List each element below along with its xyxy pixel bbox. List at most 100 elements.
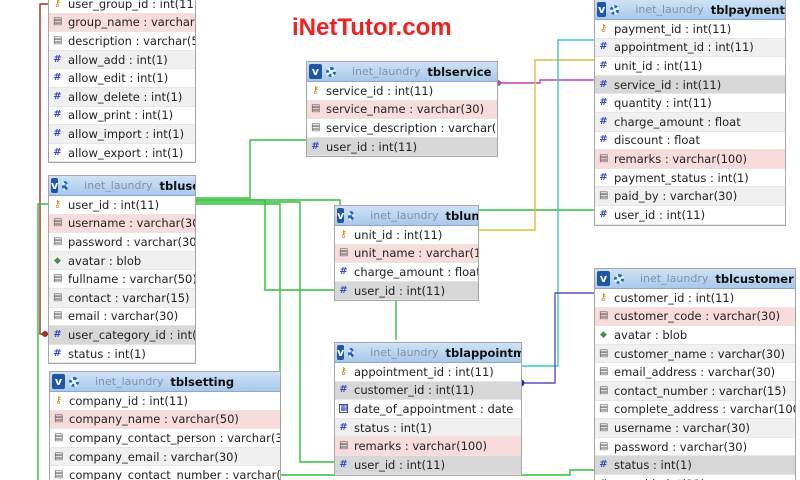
table-column[interactable]: #allow_export : int(1) [49,144,195,163]
column-label: avatar : blob [614,327,688,342]
table-column[interactable]: #user_id : int(11) [595,475,795,480]
gear-icon[interactable] [610,4,620,15]
table-column[interactable]: ⚷service_id : int(11) [307,82,497,101]
table-column[interactable]: #user_category_id : int(1) [49,326,195,345]
column-label: user_id : int(11) [614,207,706,222]
table-column[interactable]: ▤company_contact_number : varchar(15) [50,466,280,480]
table-column[interactable]: ▤ customer_code : varchar(30) [595,307,795,327]
table-column[interactable]: ▤remarks : varchar(100) [595,150,785,169]
table-column[interactable]: ▤paid_by : varchar(30) [595,187,785,206]
gear-icon[interactable] [614,273,624,284]
table-column[interactable]: ▤password : varchar(30) [595,438,795,457]
table-column[interactable]: ▤description : varchar(50) [49,32,195,51]
table-column[interactable]: #allow_edit : int(1) [49,69,195,88]
table-column[interactable]: #quantity : int(11) [595,94,785,113]
table-column[interactable]: ⚷unit_id : int(11) [335,226,478,245]
table-column[interactable]: ▤password : varchar(30) [49,233,195,252]
table-tblusergroup[interactable]: ⚷user_group_id : int(11)▤group_name : va… [48,0,196,164]
gear-icon[interactable] [62,180,69,191]
table-column[interactable]: ▤company_email : varchar(30) [50,447,280,467]
table-column[interactable]: ⚷payment_id : int(11) [595,20,785,39]
gear-icon[interactable] [326,66,336,77]
column-label: customer_code : varchar(30) [614,309,781,324]
column-label: password : varchar(30) [68,234,195,249]
table-column[interactable]: #allow_add : int(1) [49,50,195,70]
table-column[interactable]: ⚷company_id : int(11) [50,392,280,411]
table-column[interactable]: #charge_amount : float [335,263,478,282]
gear-icon[interactable] [69,376,79,387]
table-column[interactable]: #user_id : int(11) [335,281,478,301]
table-column[interactable]: ▤remarks : varchar(100) [335,437,521,456]
table-column[interactable]: ▤company_name : varchar(50) [50,410,280,430]
collapse-toggle-icon[interactable]: v [597,2,607,17]
table-column[interactable]: ▤complete_address : varchar(100) [595,401,795,420]
table-column[interactable]: ⚷user_group_id : int(11) [49,0,195,14]
table-column[interactable]: ▦date_of_appointment : date [335,400,521,419]
table-column[interactable]: ▤company_contact_person : varchar(30) [50,429,280,448]
gear-icon[interactable] [348,347,355,358]
table-column[interactable]: ⚷customer_id : int(11) [595,289,795,308]
column-label: appointment_id : int(11) [614,40,754,55]
table-column[interactable]: ◆avatar : blob [595,326,795,345]
table-column[interactable]: ▤username : varchar(30) [49,214,195,234]
hash-icon: # [599,115,608,127]
table-column[interactable]: ▤username : varchar(30) [595,419,795,438]
table-column[interactable]: ▤unit_name : varchar(15) [335,244,478,264]
table-tblappointment[interactable]: vinet_laundrytblappointment⚷appointment_… [334,342,522,476]
collapse-toggle-icon[interactable]: v [337,345,345,360]
hash-icon: # [599,171,608,183]
table-column[interactable]: ▤customer_name : varchar(30) [595,344,795,364]
table-column[interactable]: #user_id : int(11) [335,455,521,475]
table-column[interactable]: #user_id : int(11) [307,137,497,157]
gear-icon[interactable] [348,210,355,221]
table-column[interactable]: #allow_delete : int(1) [49,87,195,107]
table-column[interactable]: #status : int(1) [595,456,795,475]
table-column[interactable]: ▤fullname : varchar(50) [49,270,195,289]
collapse-toggle-icon[interactable]: v [337,208,345,223]
table-column[interactable]: #unit_id : int(11) [595,57,785,76]
table-column[interactable]: ▤email : varchar(30) [49,308,195,327]
collapse-toggle-icon[interactable]: v [309,64,322,79]
key-icon: ⚷ [53,198,62,210]
column-label: complete_address : varchar(100) [614,402,795,417]
table-column[interactable]: ▤service_name : varchar(30) [307,100,497,120]
table-column[interactable]: ◆avatar : blob [49,251,195,271]
table-column[interactable]: #payment_status : int(1) [595,169,785,188]
table-column[interactable]: #discount : float [595,132,785,151]
table-column[interactable]: ⚷user_id : int(11) [49,196,195,215]
table-column[interactable]: ▤group_name : varchar(30) [49,13,195,33]
table-column[interactable]: ▤contact_number : varchar(15) [595,381,795,401]
table-column[interactable]: ▤service_description : varchar(50) [307,119,497,138]
table-column[interactable]: #charge_amount : float [595,112,785,132]
table-column[interactable]: ▤email_address : varchar(30) [595,363,795,382]
table-column[interactable]: #user_id : int(11) [595,206,785,225]
table-column[interactable]: #allow_import : int(1) [49,125,195,144]
table-column[interactable]: #service_id : int(11) [595,75,785,95]
table-column[interactable]: ⚷appointment_id : int(11) [335,363,521,382]
table-column[interactable]: ▤contact : varchar(15) [49,288,195,308]
column-label: allow_export : int(1) [68,145,184,160]
table-column[interactable]: #customer_id : int(11) [335,381,521,401]
collapse-toggle-icon[interactable]: v [597,271,610,286]
relation-line-user-unit [196,199,334,291]
table-column[interactable]: #appointment_id : int(11) [595,38,785,58]
text-icon: ▤ [599,310,609,322]
table-column[interactable]: #status : int(1) [49,345,195,364]
collapse-toggle-icon[interactable]: v [52,374,65,389]
table-column[interactable]: #allow_print : int(1) [49,107,195,126]
collapse-toggle-icon[interactable]: v [51,178,59,193]
table-column[interactable]: #status : int(1) [335,418,521,438]
